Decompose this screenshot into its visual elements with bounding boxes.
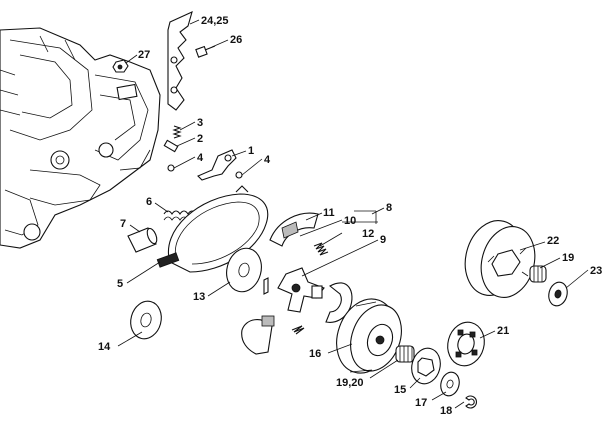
callout-14: 14 [98, 341, 111, 353]
callout-23: 23 [590, 265, 602, 277]
washer-13 [226, 247, 262, 293]
callout-16: 16 [309, 348, 321, 360]
leader-lines [117, 19, 589, 409]
callout-11: 11 [323, 207, 335, 219]
needle-cage-19-20 [395, 345, 415, 363]
clutch-shoe-11 [269, 212, 319, 247]
e-clip-18 [465, 395, 477, 409]
callout-1: 1 [248, 145, 254, 157]
callout-19-20: 19,20 [336, 377, 364, 389]
washer-23 [548, 281, 568, 307]
callout-9: 9 [380, 234, 386, 246]
callout-3: 3 [197, 117, 203, 129]
callout-2: 2 [197, 133, 203, 145]
callout-4-right: 4 [264, 154, 271, 166]
callout-7: 7 [120, 218, 126, 230]
screw-26 [195, 45, 216, 58]
callout-27: 27 [138, 49, 150, 61]
clutch-shoe-lower [241, 315, 305, 355]
sleeve-7 [127, 227, 158, 253]
callout-22: 22 [547, 235, 559, 247]
washer-14 [130, 300, 162, 340]
callout-4-left: 4 [197, 152, 204, 164]
needle-cage-19 [529, 265, 547, 283]
callout-21: 21 [497, 325, 509, 337]
spring-12 [313, 242, 329, 256]
callout-18: 18 [440, 405, 452, 417]
washer-17 [440, 371, 460, 397]
callout-10: 10 [344, 215, 356, 227]
callout-24-25: 24,25 [201, 15, 229, 27]
engine-housing [0, 27, 161, 249]
callout-15: 15 [394, 384, 406, 396]
small-parts-2-3-4 [163, 125, 182, 172]
rim-sprocket-21 [447, 321, 485, 367]
callout-17: 17 [415, 397, 427, 409]
callout-5: 5 [117, 278, 123, 290]
callout-26: 26 [230, 34, 242, 46]
callout-6: 6 [146, 196, 152, 208]
clutch-carrier-9 [263, 267, 325, 313]
callout-8: 8 [386, 202, 392, 214]
sprocket-15 [411, 347, 441, 385]
nut-27 [112, 59, 129, 73]
bumper-spike [167, 11, 193, 111]
clutch-shoe-right [311, 282, 353, 323]
clutch-drum-22 [464, 220, 536, 298]
callout-13: 13 [193, 291, 205, 303]
callout-19: 19 [562, 252, 574, 264]
lever-1 [197, 149, 243, 181]
callout-labels: 24,25 26 27 3 2 4 1 4 6 7 5 13 14 11 10 … [98, 15, 602, 417]
callout-12: 12 [362, 228, 374, 240]
clutch-drum-16 [336, 298, 402, 374]
